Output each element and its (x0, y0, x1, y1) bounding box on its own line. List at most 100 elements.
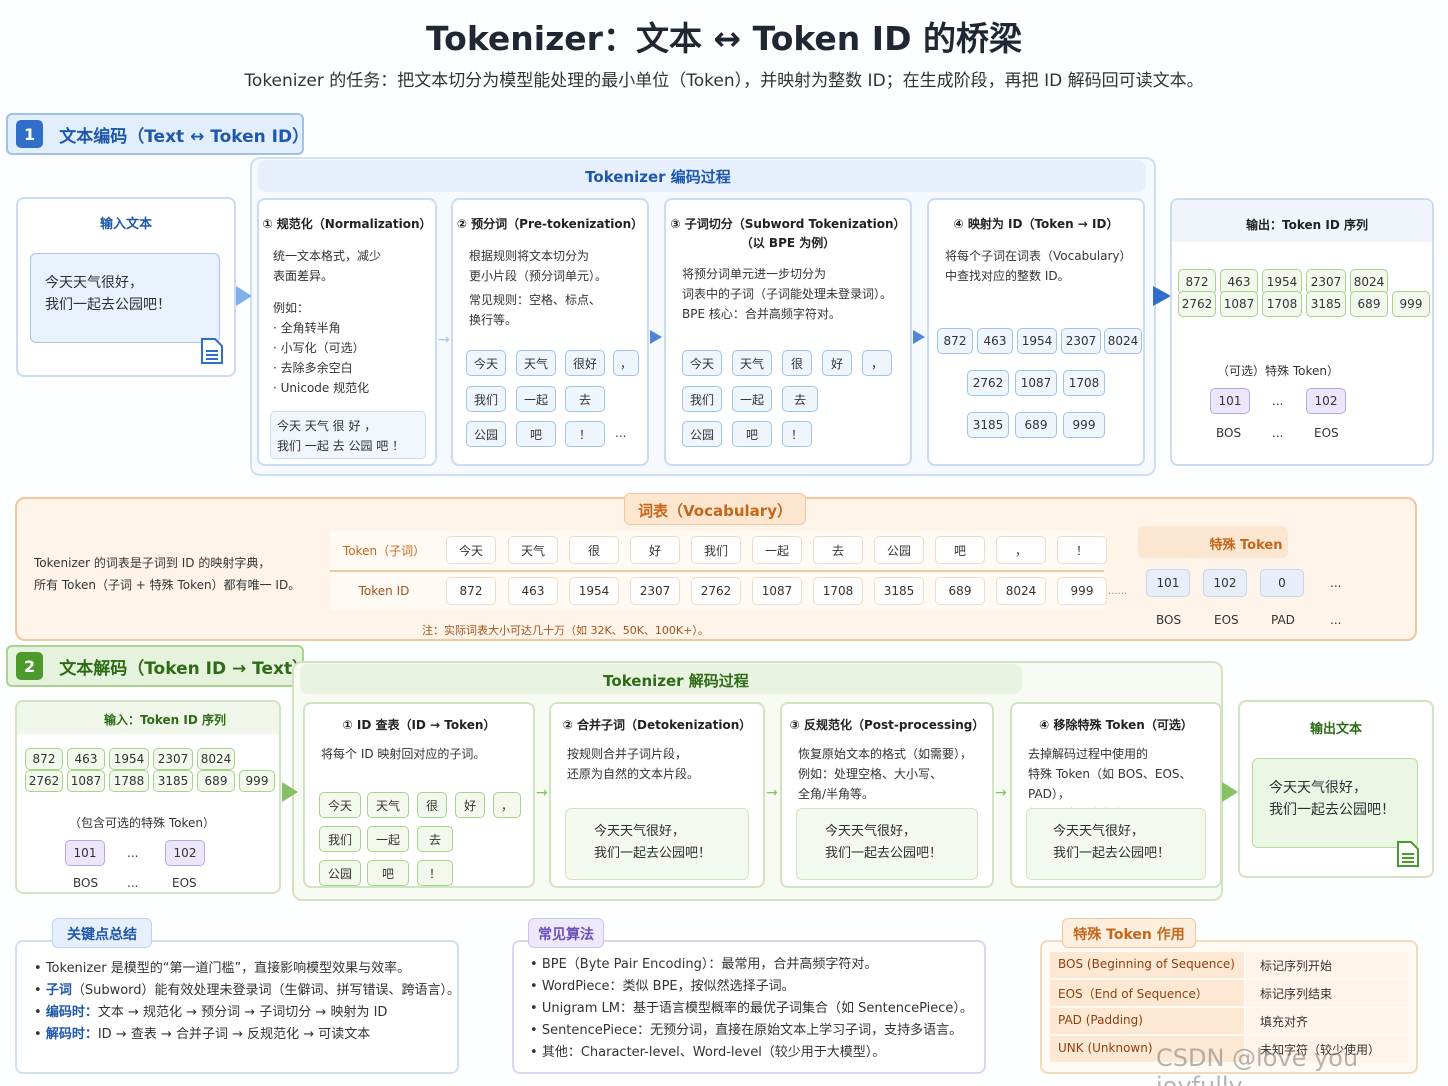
outtext-title: 输出文本 (1309, 722, 1362, 737)
lookup-chip: ， (493, 792, 521, 818)
arrow-icon (236, 286, 252, 306)
subword-chip: 吧 (732, 421, 772, 447)
detok-box: ② 合并子词（Detokenization） 按规则合并子词片段， 还原为自然的… (549, 702, 765, 888)
arrow-icon (1153, 286, 1171, 306)
keypoint-item: 子词（Subword）能有效处理未登录词（生僻词、拼写错误、跨语言）。 (34, 980, 460, 1002)
page-subtitle: Tokenizer 的任务：把文本切分为模型能处理的最小单位（Token），并映… (244, 71, 1204, 91)
decode-input-id: 999 (239, 770, 275, 792)
output-id-chip: 999 (1392, 291, 1430, 317)
arrow-icon (913, 330, 925, 344)
section2-badge: 2 文本解码（Token ID → Text） (6, 645, 310, 687)
keypoint-item: 解码时：ID → 查表 → 合并子词 → 反规范化 → 可读文本 (34, 1024, 460, 1046)
section1-label: 文本编码（Text ↔ Token ID） (59, 126, 310, 147)
detok-desc: 按规则合并子词片段， 还原为自然的文本片段。 (567, 744, 699, 784)
remove-special-box: ④ 移除特殊 Token（可选） 去掉解码过程中使用的 特殊 Token（如 B… (1010, 702, 1222, 888)
subword-chip: 我们 (682, 386, 722, 412)
keypoints-title: 关键点总结 (52, 918, 152, 948)
vocab-title-pill (624, 493, 806, 525)
pretok-desc-4: 换行等。 (469, 313, 518, 327)
mapid-desc: 将每个子词在词表（Vocabulary） 中查找对应的整数 ID。 (945, 246, 1132, 286)
vocab-token-cell: ！ (1057, 536, 1107, 564)
mapid-chip: 1954 (1017, 328, 1057, 354)
mapid-chip: 463 (977, 328, 1013, 354)
detok-desc-2: 还原为自然的文本片段。 (567, 767, 700, 781)
post-output-2: 我们一起去公园吧！ (825, 846, 943, 861)
output-special-chip: 102 (1306, 388, 1346, 414)
arrow-icon (650, 330, 662, 344)
lookup-chip: 天气 (367, 792, 409, 818)
vocab-desc-1: Tokenizer 的词表是子词到 ID 的映射字典， (34, 556, 271, 570)
subword-desc-3: BPE 核心：合并高频字符对。 (682, 307, 841, 321)
algorithm-item: SentencePiece：无预分词，直接在原始文本上学习子词，支持多语言。 (530, 1020, 973, 1042)
outtext-line-2: 我们一起去公园吧！ (1269, 802, 1395, 818)
special-role-desc: 标记序列结束 (1246, 980, 1408, 1006)
algorithm-item: 其他：Character-level、Word-level（较少用于大模型）。 (530, 1042, 973, 1064)
watermark: CSDN @love you joyfully (1156, 1044, 1359, 1086)
output-special-chip: 101 (1210, 388, 1250, 414)
pretok-desc-2: 更小片段（预分词单元）。 (469, 269, 608, 283)
arrow-icon: → (438, 332, 450, 348)
outtext-line-1: 今天天气很好， (1269, 780, 1367, 796)
decode-special-dots: ... (127, 846, 139, 860)
decode-input-id: 8024 (197, 748, 235, 770)
pretok-chip: ， (613, 350, 639, 376)
pretok-title: ② 预分词（Pre-tokenization） (456, 217, 644, 231)
section2-label: 文本解码（Token ID → Text） (59, 658, 310, 679)
input-title: 输入文本 (99, 217, 152, 232)
lookup-chip: 去 (417, 826, 453, 852)
decode-input-id: 1087 (67, 770, 105, 792)
special-role-name: PAD (Padding) (1050, 1008, 1244, 1034)
input-line-2: 我们一起去公园吧！ (45, 297, 171, 313)
pretok-chip: ！ (565, 421, 605, 447)
arrow-icon (1222, 782, 1238, 802)
vocab-token-cell: ， (996, 536, 1046, 564)
lookup-chip: 吧 (367, 860, 409, 886)
special-role-desc: 未知字符（较少使用） (1246, 1036, 1408, 1062)
mapid-chip: 2762 (967, 370, 1009, 396)
post-title: ③ 反规范化（Post-processing） (789, 718, 985, 732)
vocab-special-name: EOS (1214, 613, 1239, 627)
vocab-id-cell: 463 (508, 577, 558, 605)
post-processing-box: ③ 反规范化（Post-processing） 恢复原始文本的格式（如需要）， … (780, 702, 994, 888)
vocab-title: 词表（Vocabulary） (638, 502, 792, 520)
post-desc-3: 全角/半角等。 (798, 787, 875, 801)
decode-special-label: BOS (73, 876, 99, 890)
arrow-icon (282, 782, 298, 802)
rmsp-output-2: 我们一起去公园吧！ (1053, 846, 1171, 861)
norm-item: · 小写化（可选） (273, 341, 365, 355)
output-text-box: 输出文本 今天天气很好， 我们一起去公园吧！ (1238, 700, 1434, 878)
subword-title-2: （以 BPE 为例） (740, 236, 836, 250)
keypoint-item: Tokenizer 是模型的“第一道门槛”，直接影响模型效果与效率。 (34, 958, 460, 980)
pretok-chip: 今天 (466, 350, 506, 376)
mapid-chip: 2307 (1061, 328, 1101, 354)
vocab-token-cell: 我们 (691, 536, 741, 564)
vocab-token-cell: 一起 (752, 536, 802, 564)
subword-chip: ！ (782, 421, 812, 447)
rmsp-desc-2: 特殊 Token（如 BOS、EOS、PAD）， (1028, 767, 1192, 801)
subword-chip: 很 (782, 350, 812, 376)
vocab-token-cell: 今天 (446, 536, 496, 564)
decode-special-chip: 102 (165, 840, 205, 866)
vocab-special-name: ... (1330, 613, 1342, 627)
vocab-special-more: ... (1330, 576, 1342, 590)
decode-input-id: 872 (25, 748, 63, 770)
decode-input-title: 输入：Token ID 序列 (104, 713, 226, 727)
pretok-desc-3: 常见规则：空格、标点、 (469, 293, 602, 307)
norm-output: 今天 天气 很 好 ， 我们 一起 去 公园 吧 ！ (270, 411, 426, 459)
decoding-header: Tokenizer 解码过程 (603, 672, 749, 690)
subword-desc-2: 词表中的子词（子词能处理未登录词）。 (682, 287, 893, 301)
subword-chip: 天气 (732, 350, 772, 376)
post-desc-2: 例如：处理空格、大小写、 (798, 767, 943, 781)
lookup-chip: 很 (417, 792, 447, 818)
special-roles-title: 特殊 Token 作用 (1062, 918, 1196, 948)
output-title-bar (1172, 200, 1432, 242)
decode-input-id: 689 (197, 770, 235, 792)
subword-chip: 今天 (682, 350, 722, 376)
rmsp-output-1: 今天天气很好， (1053, 824, 1145, 839)
pretok-chip: 去 (565, 386, 605, 412)
mapid-desc-1: 将每个子词在词表（Vocabulary） (945, 249, 1132, 263)
vocab-special-name: PAD (1271, 613, 1295, 627)
input-text-card: 今天天气很好， 我们一起去公园吧！ (30, 253, 220, 343)
mapid-title: ④ 映射为 ID（Token → ID） (953, 217, 1119, 231)
arrow-icon: → (766, 785, 778, 801)
